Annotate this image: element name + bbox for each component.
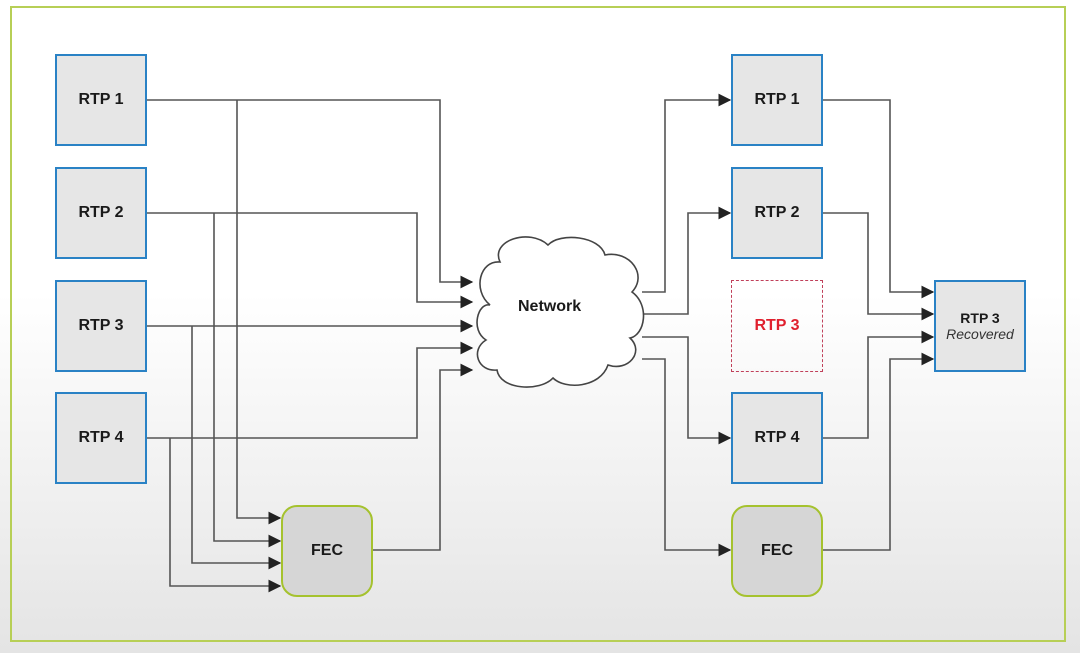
receiver-rtp2-label: RTP 2 [754, 204, 800, 221]
receiver-rtp3-lost-label: RTP 3 [754, 317, 800, 334]
wire-rtp2-network [147, 212, 474, 309]
sender-rtp3-label: RTP 3 [78, 317, 124, 334]
receiver-fec-box: FEC [731, 505, 823, 597]
wire-network-rtp1 [642, 93, 732, 293]
sender-rtp1-label: RTP 1 [78, 91, 124, 108]
sender-rtp1-box: RTP 1 [55, 54, 147, 146]
receiver-rtp1-label: RTP 1 [754, 91, 800, 108]
sender-fec-label: FEC [311, 542, 343, 559]
receiver-rtp3-lost-box: RTP 3 [731, 280, 823, 372]
recovered-label: RTP 3 [960, 310, 1000, 326]
receiver-rtp1-box: RTP 1 [731, 54, 823, 146]
diagram-frame [10, 6, 1066, 642]
sender-rtp2-box: RTP 2 [55, 167, 147, 259]
wire-rtp4-fec [169, 438, 282, 593]
sender-fec-box: FEC [281, 505, 373, 597]
wire-rrtp2-recovered [823, 212, 935, 321]
wire-rtp4-network [147, 341, 474, 439]
wire-rtp1-network [147, 99, 474, 289]
wire-network-fec [642, 358, 732, 557]
sender-rtp3-box: RTP 3 [55, 280, 147, 372]
wire-rtp1-fec [236, 100, 282, 525]
sender-rtp2-label: RTP 2 [78, 204, 124, 221]
wire-rrtp1-recovered [823, 99, 935, 299]
wire-network-rtp4 [642, 336, 732, 445]
receiver-rtp2-box: RTP 2 [731, 167, 823, 259]
wire-rrtp4-recovered [823, 330, 935, 439]
sender-rtp4-box: RTP 4 [55, 392, 147, 484]
recovered-sublabel: Recovered [946, 326, 1014, 342]
recovered-rtp3-box: RTP 3 Recovered [934, 280, 1026, 372]
receiver-fec-label: FEC [761, 542, 793, 559]
wire-rtp2-fec [213, 213, 282, 548]
receiver-rtp4-box: RTP 4 [731, 392, 823, 484]
network-label: Network [518, 298, 582, 315]
sender-rtp4-label: RTP 4 [78, 429, 124, 446]
wire-rfec-recovered [823, 352, 935, 551]
wire-rtp3-fec [191, 326, 282, 570]
wire-network-rtp2 [642, 206, 732, 315]
wire-fec-network [372, 363, 474, 551]
network-cloud [476, 236, 645, 388]
receiver-rtp4-label: RTP 4 [754, 429, 800, 446]
